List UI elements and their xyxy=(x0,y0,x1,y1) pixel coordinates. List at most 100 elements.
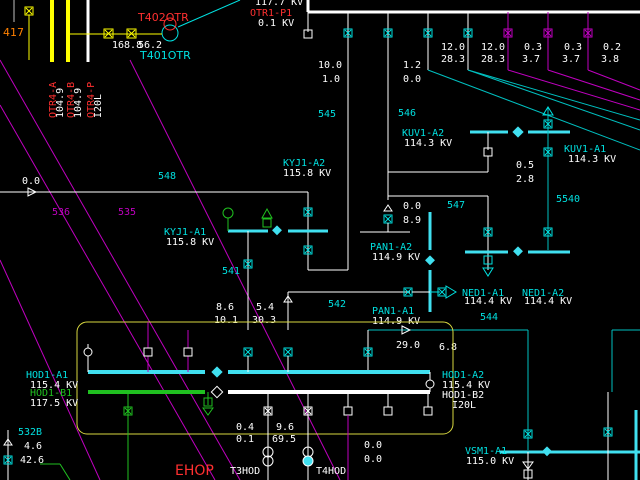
line-535-label: 535 xyxy=(118,207,136,218)
pan1-flow-1: 0.0 xyxy=(403,201,421,212)
hod1-t4-breaker[interactable] xyxy=(303,406,313,416)
breaker-tr-left[interactable] xyxy=(103,28,114,39)
breaker-5540[interactable] xyxy=(543,147,553,157)
hod1-a2-kv: 115.4 KV xyxy=(442,380,490,391)
otr1-p1-value: 0.1 KV xyxy=(258,18,294,29)
kyj1-bus-tie[interactable] xyxy=(272,225,282,236)
otr1-disconnect[interactable] xyxy=(303,29,313,39)
hod1-a2-switch-icon[interactable] xyxy=(425,379,435,389)
breaker-532b[interactable] xyxy=(3,455,13,465)
breaker-541[interactable] xyxy=(243,259,253,269)
hod1-b2-feeder-1[interactable] xyxy=(343,406,353,416)
vsm1-breaker[interactable] xyxy=(523,429,533,439)
l541-top-1: 8.6 xyxy=(216,302,234,313)
hod1-a1-label: HOD1-A1 xyxy=(26,370,68,381)
hod1-b2-kv: I20L xyxy=(452,400,476,411)
feeder-5-flow-1: 0.3 xyxy=(524,42,542,53)
feeder-545-flow-2: 1.0 xyxy=(322,74,340,85)
kuv1-a2-kv: 114.3 KV xyxy=(404,138,452,149)
hod1-b2-feeder-2[interactable] xyxy=(383,406,393,416)
hod1-a-bus-tie[interactable] xyxy=(211,366,223,378)
ned1-a1-label: NED1-A1 xyxy=(462,288,504,299)
pan1-a2-kv: 114.9 KV xyxy=(372,252,420,263)
transformer-t402otr-icon[interactable] xyxy=(163,17,177,31)
breaker-547[interactable] xyxy=(483,227,493,237)
pan1-capacitor-icon[interactable] xyxy=(445,285,457,299)
line-536-mag[interactable] xyxy=(0,59,241,480)
l541-bot-2: 30.3 xyxy=(252,315,276,326)
hod1-b-bus-tie[interactable] xyxy=(210,385,224,399)
tr-flow-right: 56.2 xyxy=(138,40,162,51)
feeder-6-flow-1: 0.3 xyxy=(564,42,582,53)
kyj1-a2-label: KYJ1-A2 xyxy=(283,158,325,169)
feeder-7-flow-2: 3.8 xyxy=(601,54,619,65)
otr1-top-kv: 117.7 KV xyxy=(255,0,303,8)
feeder-3-flow-1: 12.0 xyxy=(441,42,465,53)
kuv1-flow-2: 2.8 xyxy=(516,174,534,185)
kyj1-generator-icon[interactable] xyxy=(222,207,234,219)
breaker-feeder-5[interactable] xyxy=(503,28,513,38)
hod-feed-left-2: 0.1 xyxy=(236,434,254,445)
transformer-t401otr-icon[interactable] xyxy=(161,24,179,42)
line-536-label: 536 xyxy=(52,207,70,218)
kyj1-a2-breaker[interactable] xyxy=(303,207,313,217)
line-546-label: 546 xyxy=(398,108,416,119)
breaker-feeder-3[interactable] xyxy=(423,28,433,38)
otr4-b-value: 104.9 xyxy=(73,88,84,118)
hod1-b2-label: HOD1-B2 xyxy=(442,390,484,401)
feeder-4-flow-1: 12.0 xyxy=(481,42,505,53)
l532b-val-2: 42.6 xyxy=(20,455,44,466)
ned1-a1-kv: 114.4 KV xyxy=(464,296,512,307)
kuv1-a2-label: KUV1-A2 xyxy=(402,128,444,139)
hod1-feeder-544[interactable] xyxy=(363,347,373,357)
breaker-tr-right[interactable] xyxy=(126,28,137,39)
hod1-feeder-536[interactable] xyxy=(143,347,153,357)
ned1-a2-kv: 114.4 KV xyxy=(524,296,572,307)
breaker-feeder-6[interactable] xyxy=(543,28,553,38)
line-535-mag[interactable] xyxy=(129,59,341,480)
vsm1-bus-tie[interactable] xyxy=(542,446,552,457)
l541-bot-1: 10.1 xyxy=(214,315,238,326)
hod1-feeder-535[interactable] xyxy=(183,347,193,357)
t401otr-label: T401OTR xyxy=(139,49,191,62)
kyj1-load-icon xyxy=(261,207,273,219)
line-545-label: 545 xyxy=(318,109,336,120)
tr-flow-left: 168.8 xyxy=(112,40,142,51)
line-547-label: 547 xyxy=(447,200,465,211)
line-544-label: 544 xyxy=(480,312,498,323)
hod1-b1-breaker[interactable] xyxy=(123,406,133,416)
ned1-bus-tie[interactable] xyxy=(513,246,523,257)
kyj1-a1-kv: 115.8 KV xyxy=(166,237,214,248)
breaker-feeder-7[interactable] xyxy=(583,28,593,38)
hod1-b1-kv: 117.5 KV xyxy=(30,398,78,409)
hod1-station-box[interactable] xyxy=(76,321,454,435)
kyj1-a1-label: KYJ1-A1 xyxy=(164,227,206,238)
kyj1-a2-breaker-2[interactable] xyxy=(303,245,313,255)
ref-417-label: 417 xyxy=(3,26,24,39)
left-flow-value: 0.0 xyxy=(22,176,40,187)
t4hod-label: T4HOD xyxy=(316,466,346,477)
feeder-546-flow-2: 0.0 xyxy=(403,74,421,85)
kyj1-a2-kv: 115.8 KV xyxy=(283,168,331,179)
feeder-7-flow-1: 0.2 xyxy=(603,42,621,53)
kuv1-bus-tie[interactable] xyxy=(512,126,524,138)
hod1-a1-switch-icon[interactable] xyxy=(83,347,93,357)
t3hod-transformer-icon[interactable] xyxy=(262,446,274,458)
otr4-a-label: OTR4-A xyxy=(48,82,59,118)
hod1-t3-breaker[interactable] xyxy=(263,406,273,416)
pan1-a1-label: PAN1-A1 xyxy=(372,306,414,317)
otr4-p-value: I20L xyxy=(93,94,104,118)
breaker-feeder-4[interactable] xyxy=(463,28,473,38)
hod1-b2-feeder-3[interactable] xyxy=(423,406,433,416)
l544-flow-2: 6.8 xyxy=(439,342,457,353)
breaker-545[interactable] xyxy=(343,28,353,38)
ehop-label: EHOP xyxy=(175,463,214,479)
pan1-bus-tie[interactable] xyxy=(425,255,435,266)
line-548-label: 548 xyxy=(158,171,176,182)
l541-top-2: 5.4 xyxy=(256,302,274,313)
hod1-a1-kv: 115.4 KV xyxy=(30,380,78,391)
line-5540-label: 5540 xyxy=(556,194,580,205)
breaker-546[interactable] xyxy=(383,28,393,38)
